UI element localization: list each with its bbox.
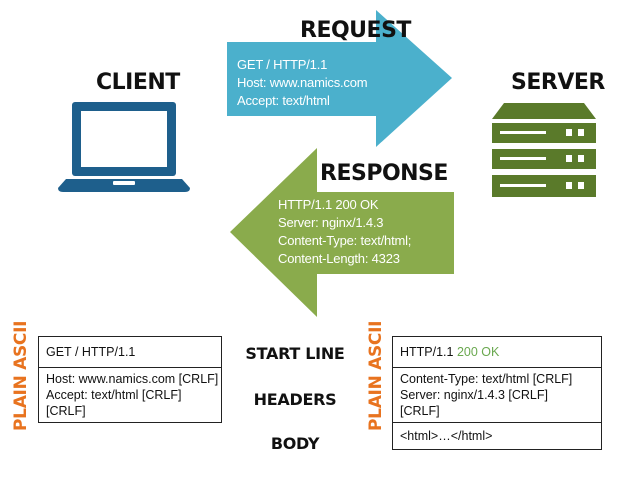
request-headers: Host: www.namics.com [CRLF] Accept: text… — [39, 368, 221, 422]
request-line: GET / HTTP/1.1 — [237, 57, 328, 72]
response-start-line: HTTP/1.1 200 OK — [393, 337, 601, 368]
start-line-label: START LINE — [245, 344, 345, 363]
request-header-line: Host: www.namics.com [CRLF] — [46, 372, 219, 386]
plain-ascii-label-left: PLAIN ASCII — [11, 320, 31, 431]
response-line: Content-Type: text/html; — [278, 233, 412, 248]
server-icon — [492, 103, 596, 197]
request-line: Accept: text/html — [237, 93, 330, 108]
request-header-line: [CRLF] — [46, 404, 86, 418]
request-header-line: Accept: text/html [CRLF] — [46, 388, 182, 402]
request-start-line: GET / HTTP/1.1 — [39, 337, 221, 368]
response-line: HTTP/1.1 200 OK — [278, 197, 379, 212]
request-title: REQUEST — [300, 18, 411, 43]
response-lines: HTTP/1.1 200 OK Server: nginx/1.4.3 Cont… — [278, 196, 411, 268]
response-body: <html>…</html> — [400, 429, 493, 443]
request-line: Host: www.namics.com — [237, 75, 368, 90]
headers-label: HEADERS — [253, 390, 337, 409]
response-title: RESPONSE — [320, 161, 448, 186]
request-message-box: GET / HTTP/1.1 Host: www.namics.com [CRL… — [38, 336, 222, 423]
response-message-box: HTTP/1.1 200 OK Content-Type: text/html … — [392, 336, 602, 450]
response-header-line: [CRLF] — [400, 404, 440, 418]
response-start-line-version: HTTP/1.1 — [400, 345, 457, 359]
server-label: SERVER — [511, 70, 605, 95]
response-status-ok: 200 OK — [456, 345, 500, 359]
request-arrow — [227, 10, 452, 147]
laptop-icon — [58, 102, 190, 192]
response-line: Server: nginx/1.4.3 — [278, 215, 384, 230]
response-arrow — [230, 148, 454, 317]
client-label: CLIENT — [96, 70, 180, 95]
response-header-line: Server: nginx/1.4.3 [CRLF] — [400, 388, 548, 402]
response-headers: Content-Type: text/html [CRLF] Server: n… — [393, 368, 601, 423]
request-lines: GET / HTTP/1.1 Host: www.namics.com Acce… — [237, 56, 368, 110]
plain-ascii-label-right: PLAIN ASCII — [366, 320, 386, 431]
response-header-line: Content-Type: text/html [CRLF] — [400, 372, 573, 386]
response-line: Content-Length: 4323 — [278, 251, 400, 266]
body-label: BODY — [270, 434, 320, 453]
